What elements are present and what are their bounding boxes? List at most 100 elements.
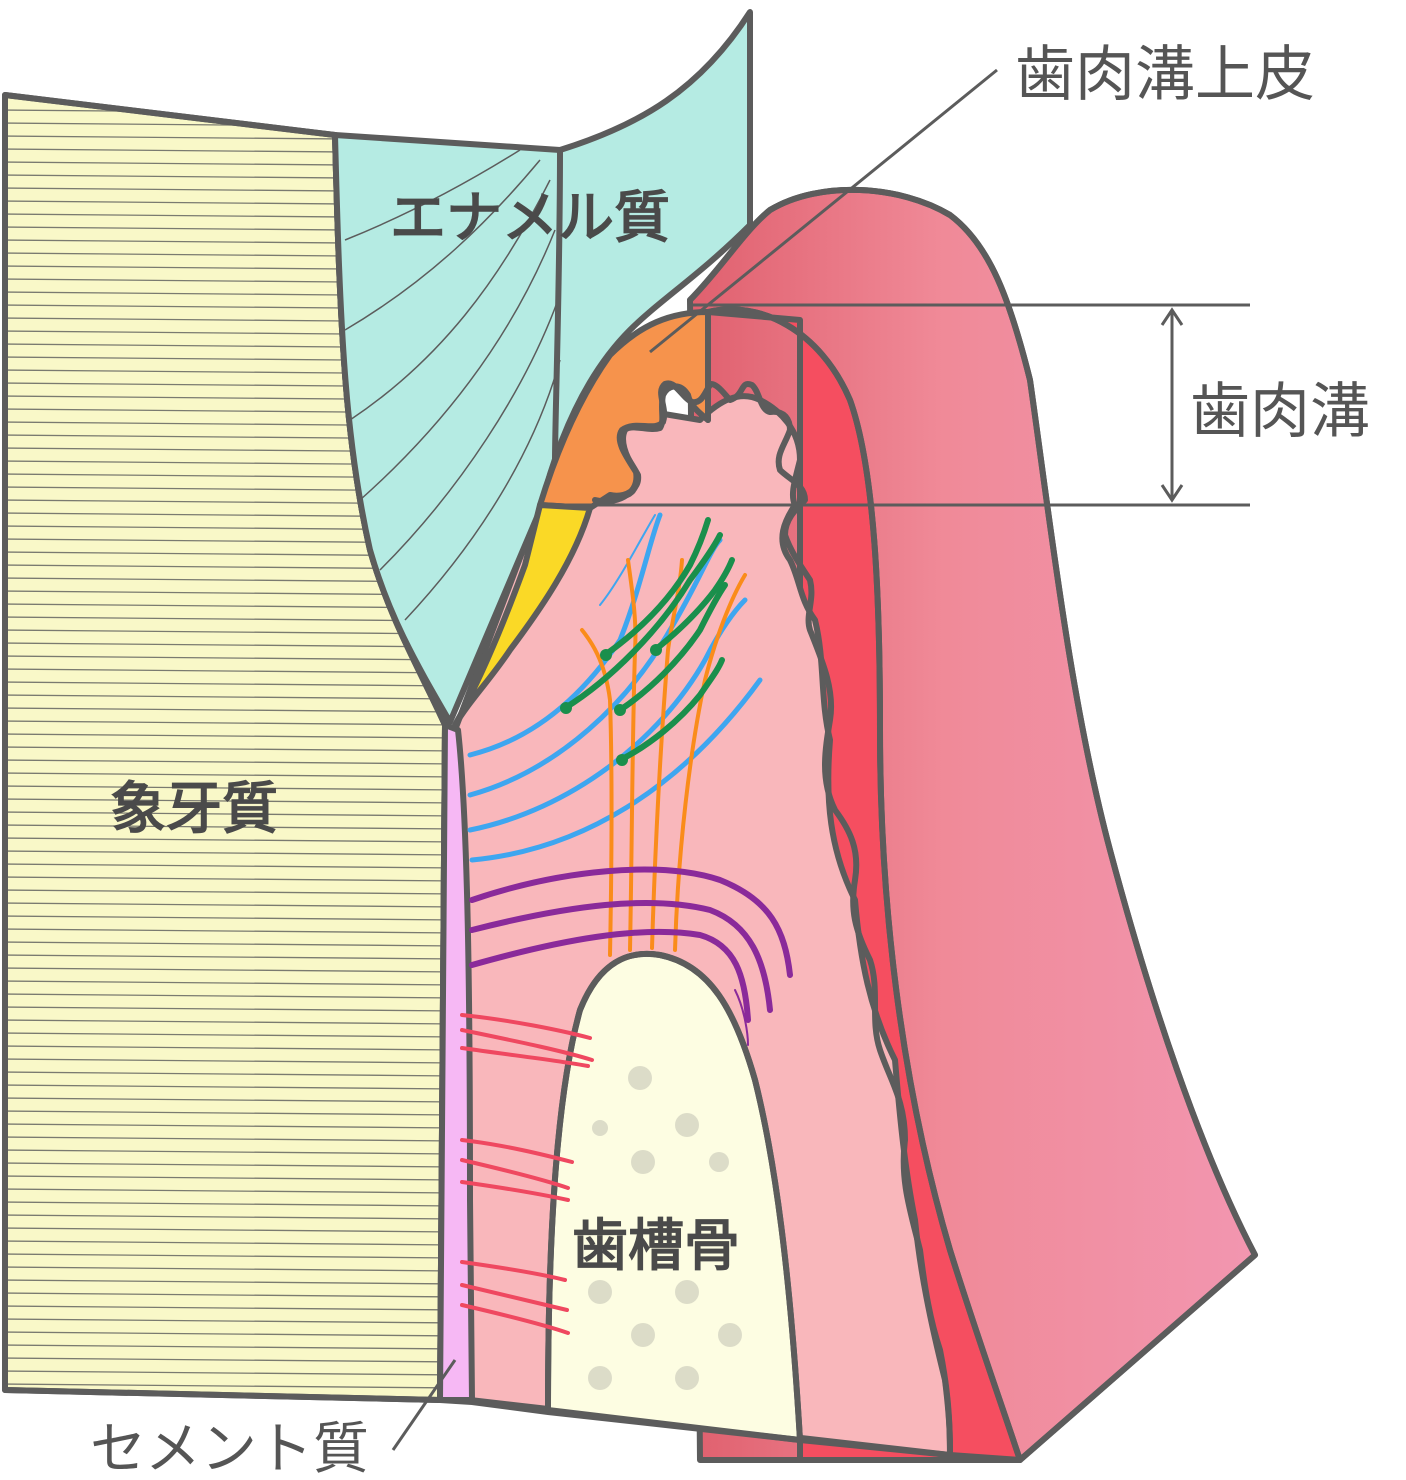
- label-dentin: 象牙質: [110, 777, 278, 842]
- dentin-tubule-line: [5, 1357, 445, 1363]
- dentin-tubule-line: [5, 1292, 445, 1298]
- blue-fiber: [467, 597, 748, 833]
- dentin-tubule-line: [5, 720, 445, 726]
- enamel-divider: [542, 147, 563, 513]
- dentin-tubule-line: [5, 863, 445, 869]
- label-enamel: エナメル質: [390, 186, 670, 251]
- dentin-tubule-line: [5, 1149, 445, 1155]
- base-outline: [437, 1397, 1023, 1463]
- dentin-tubule-line: [5, 746, 445, 752]
- dentin-tubule-line: [5, 1045, 445, 1051]
- dentin-tubule-line: [5, 694, 445, 700]
- bone-dot: [588, 1366, 612, 1390]
- dentin-tubule-line: [5, 850, 445, 856]
- dentin-tubule-line: [5, 1344, 445, 1350]
- dentin-tubule-line: [5, 616, 445, 622]
- dentin-tubule-line: [5, 1097, 445, 1103]
- bone-dot: [628, 1066, 652, 1090]
- green-fiber-ends: [560, 644, 662, 766]
- bone-dot: [631, 1323, 655, 1347]
- dentin-tubule-line: [5, 1006, 445, 1012]
- red-fiber: [460, 1283, 569, 1312]
- dentin-tubule-line: [5, 1188, 445, 1194]
- bone-dot: [588, 1280, 612, 1304]
- enamel-rod-line: [344, 159, 541, 331]
- bone-dot: [675, 1280, 699, 1304]
- dentin-tubule-line: [5, 733, 445, 739]
- dentin-tubule-line: [5, 1318, 445, 1324]
- dentin-tubule-line: [5, 1084, 445, 1090]
- dentin-tubule-line: [5, 655, 445, 661]
- label-sulcular-epithelium: 歯肉溝上皮: [1015, 40, 1315, 110]
- green-fiber: [617, 582, 728, 713]
- cementum-leader-line: [391, 1359, 457, 1451]
- dentin-tubule-line: [5, 668, 445, 674]
- dentin-tubule-line: [5, 1071, 445, 1077]
- enamel-rod-line: [379, 299, 559, 571]
- dentin-tubule-line: [5, 837, 445, 843]
- dentin-tubule-line: [5, 1331, 445, 1337]
- purple-fiber: [469, 866, 793, 978]
- green-fiber-end: [600, 649, 612, 661]
- bone-dot: [718, 1323, 742, 1347]
- cementum: [437, 722, 475, 1403]
- label-cementum: セメント質: [90, 1417, 369, 1480]
- green-fiber: [602, 517, 711, 658]
- dentin-tubule-line: [5, 1110, 445, 1116]
- bone-outline: [545, 950, 803, 1443]
- red-fiber: [460, 1138, 574, 1164]
- dentin-tubule-line: [5, 876, 445, 882]
- orange-fiber: [580, 628, 614, 957]
- arrow-head-bottom: [1160, 484, 1184, 503]
- green-fiber-end: [650, 644, 662, 656]
- green-fiber: [652, 557, 735, 653]
- dentin-tubule-line: [5, 642, 445, 648]
- dentin-tubule-line: [5, 954, 445, 960]
- dentin-tubule-line: [5, 1175, 445, 1181]
- green-fiber: [562, 532, 723, 711]
- dentin-tubule-line: [5, 915, 445, 921]
- dentin-tubule-line: [5, 889, 445, 895]
- bone-dot: [631, 1150, 655, 1174]
- red-fiber: [460, 1303, 570, 1335]
- purple-fiber: [469, 928, 751, 1023]
- green-fiber-end: [560, 702, 572, 714]
- dentin-tubule-line: [5, 1032, 445, 1038]
- dentin-tubule-line: [5, 759, 445, 765]
- red-fiber: [460, 1028, 594, 1062]
- dentin-tubule-line: [5, 902, 445, 908]
- purple-fiber: [469, 899, 773, 1013]
- red-band-outline: [705, 306, 1023, 1463]
- junctional-epithelium: [452, 502, 593, 728]
- green-fiber-end: [616, 754, 628, 766]
- bone-dot: [675, 1113, 699, 1137]
- dentin-tubule-line: [5, 811, 445, 817]
- dentin-tubule-line: [5, 1253, 445, 1259]
- red-fiber: [460, 1180, 570, 1202]
- bone-dot: [675, 1366, 699, 1390]
- dentin-tubule-line: [5, 980, 445, 986]
- dentin-tubule-line: [5, 603, 445, 609]
- dentin-tubule-line: [5, 1136, 445, 1142]
- red-fiber: [460, 1013, 592, 1040]
- purple-fibers: [469, 866, 793, 1046]
- enamel-rod-line: [404, 359, 561, 621]
- arrow-head-top: [1160, 307, 1184, 326]
- bone-dot: [709, 1152, 729, 1172]
- dentin-tubule-line: [5, 1019, 445, 1025]
- red-fiber: [460, 1158, 570, 1190]
- enamel-rod-line: [344, 149, 521, 241]
- green-fiber-end: [614, 704, 626, 716]
- dentin-tubule-line: [5, 798, 445, 804]
- enamel-rod-lines: [344, 149, 561, 621]
- red-fiber: [460, 1260, 567, 1282]
- dentin-tubule-line: [5, 1383, 445, 1389]
- bone-dots: [588, 1066, 742, 1390]
- dentin-tubule-line: [5, 1123, 445, 1129]
- green-fibers: [562, 517, 735, 763]
- dentin-tubule-line: [5, 1201, 445, 1207]
- dentin-tubule-line: [5, 928, 445, 934]
- dentin-tubule-line: [5, 772, 445, 778]
- purple-fiber: [734, 989, 749, 1046]
